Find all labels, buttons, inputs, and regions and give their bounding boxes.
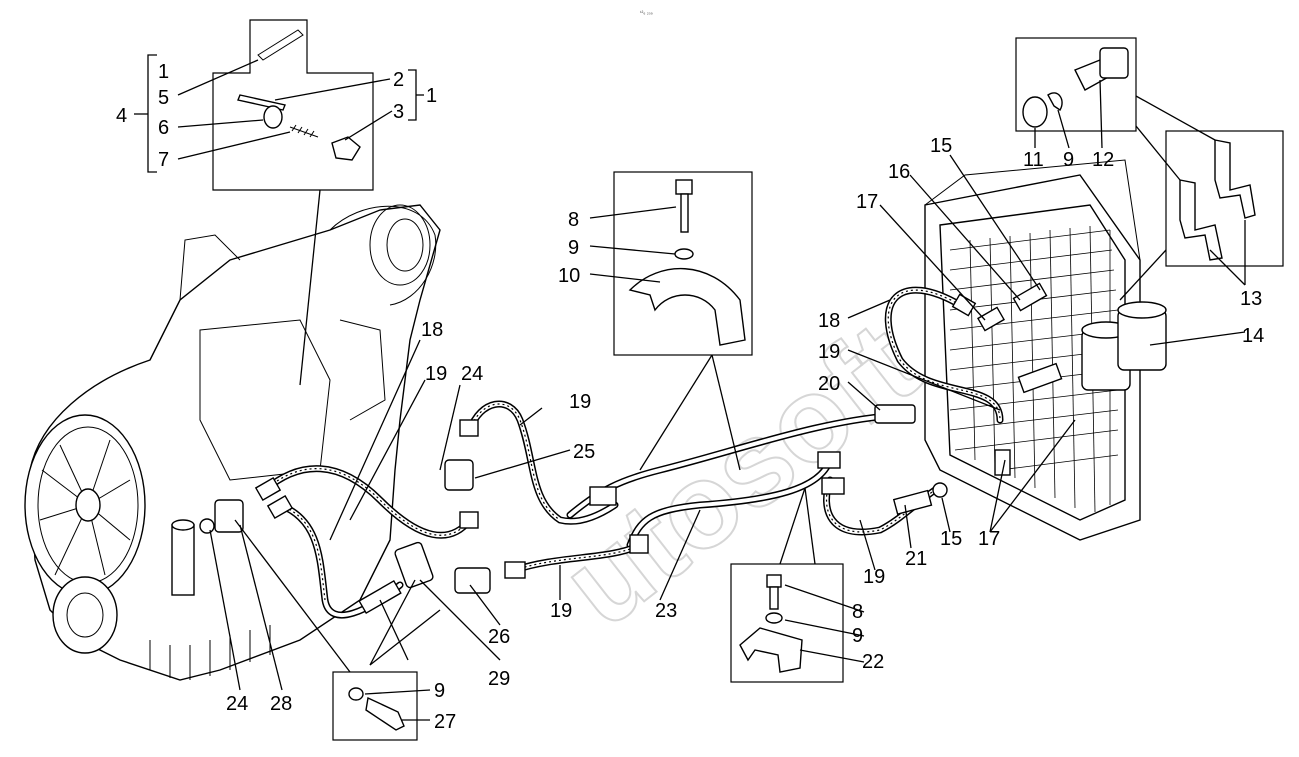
- callout-11: 11: [1023, 149, 1044, 171]
- cooler-mesh: [949, 225, 1119, 513]
- callout-9-box: 9: [434, 680, 445, 702]
- callout-5: 5: [158, 87, 169, 109]
- callout-25: 25: [573, 441, 595, 463]
- callout-13: 13: [1240, 288, 1262, 310]
- leader-lines: [134, 54, 1246, 721]
- callout-16: 16: [888, 161, 910, 183]
- callout-26: 26: [488, 626, 510, 648]
- callout-4: 4: [116, 105, 127, 127]
- callout-12: 12: [1092, 149, 1114, 171]
- callout-numbers: 1 5 4 6 7 2 1 3 8 9 10 11 9 12 15 16 17 …: [116, 61, 1264, 733]
- callout-18-left: 18: [421, 319, 443, 341]
- callout-2: 2: [393, 69, 404, 91]
- detail-box-plug: [332, 671, 418, 741]
- callout-23: 23: [655, 600, 677, 622]
- callout-24-bottom: 24: [226, 693, 248, 715]
- callout-3: 3: [393, 101, 404, 123]
- callout-28: 28: [270, 693, 292, 715]
- callout-1: 1: [158, 61, 169, 83]
- oil-cooler: [924, 159, 1167, 541]
- callout-18-right: 18: [818, 310, 840, 332]
- callout-19-left: 19: [425, 363, 447, 385]
- fittings: [199, 282, 1063, 615]
- callout-21: 21: [905, 548, 927, 570]
- callout-15-bottom: 15: [940, 528, 962, 550]
- callout-17-bottom: 17: [978, 528, 1000, 550]
- callout-27: 27: [434, 711, 456, 733]
- callout-19-right: 19: [818, 341, 840, 363]
- callout-7: 7: [158, 149, 169, 171]
- callout-14: 14: [1242, 325, 1264, 347]
- callout-29: 29: [488, 668, 510, 690]
- callout-6: 6: [158, 117, 169, 139]
- callout-8-top: 8: [568, 209, 579, 231]
- callout-9-bottom: 9: [852, 625, 863, 647]
- callout-15-top: 15: [930, 135, 952, 157]
- callout-20: 20: [818, 373, 840, 395]
- callout-24-top: 24: [461, 363, 483, 385]
- callout-19-mid: 19: [569, 391, 591, 413]
- callout-9-top: 9: [568, 237, 579, 259]
- detail-box-clamp: [730, 563, 844, 683]
- detail-box-plates: [1165, 130, 1284, 267]
- callout-17-top: 17: [856, 191, 878, 213]
- callout-22: 22: [862, 651, 884, 673]
- callout-19-lower: 19: [550, 600, 572, 622]
- drawing-code: ¹²₆ ₂₀₉: [640, 10, 653, 16]
- callout-8-bottom: 8: [852, 601, 863, 623]
- callout-19-lower-right: 19: [863, 566, 885, 588]
- detail-box-latch: [212, 19, 374, 191]
- transmission-housing: [24, 204, 441, 681]
- callout-9-tr: 9: [1063, 149, 1074, 171]
- callout-1-right: 1: [426, 85, 437, 107]
- callout-10: 10: [558, 265, 580, 287]
- detail-box-bracket: [613, 171, 753, 356]
- detail-box-fastener: [1015, 37, 1137, 132]
